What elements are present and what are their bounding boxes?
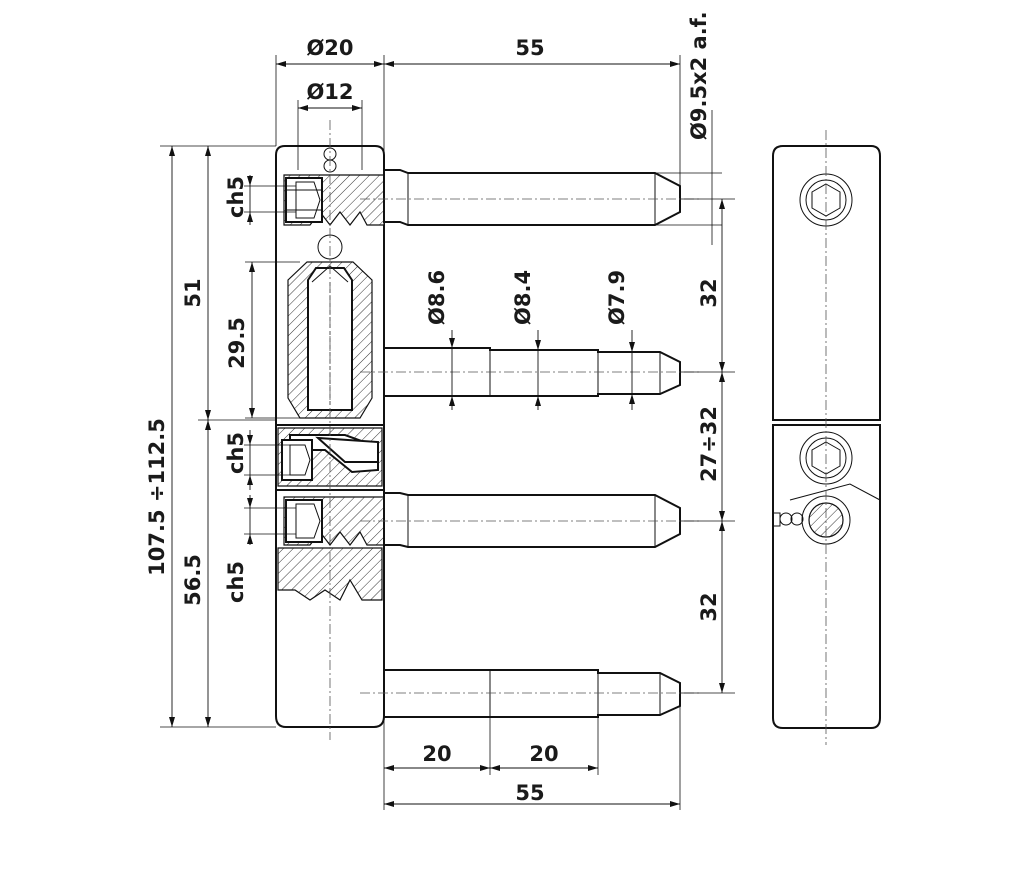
label-pin-length-bottom: 55	[515, 781, 544, 805]
front-view	[275, 120, 700, 740]
label-ch5-middle: ch5	[224, 432, 248, 474]
label-dia-1: Ø8.6	[425, 270, 449, 325]
dimension-labels: Ø20 Ø12 55 Ø9.5x2 a.f. ch5 ch5 ch5 107.5…	[145, 11, 721, 805]
adjuster-ball-icon	[772, 483, 881, 545]
dimension-lines	[160, 55, 735, 810]
label-spacing-top: 32	[697, 278, 721, 307]
label-seg-2: 20	[529, 742, 558, 766]
pin-top	[360, 169, 700, 226]
label-ch5-top: ch5	[224, 176, 248, 218]
side-view	[772, 130, 881, 745]
label-spacing-bottom: 32	[697, 592, 721, 621]
label-overall-length: 107.5 ÷112.5	[145, 418, 169, 576]
pin-stepped	[360, 347, 700, 397]
label-dia-3: Ø7.9	[605, 270, 629, 325]
label-head-diameter: Ø20	[306, 36, 353, 60]
label-bore-diameter: Ø12	[306, 80, 353, 104]
label-dia-2: Ø8.4	[511, 270, 535, 325]
label-hex-key: Ø9.5x2 a.f.	[687, 11, 711, 140]
label-upper-part: 51	[181, 278, 205, 307]
label-pin-length-top: 55	[515, 36, 544, 60]
label-sleeve-length: 29.5	[225, 317, 249, 369]
pin-lower	[360, 492, 700, 548]
label-ch5-bottom: ch5	[224, 561, 248, 603]
label-lower-part: 56.5	[181, 554, 205, 606]
label-spacing-adjust: 27÷32	[697, 406, 721, 482]
label-seg-1: 20	[422, 742, 451, 766]
pin-bottom	[360, 669, 700, 718]
